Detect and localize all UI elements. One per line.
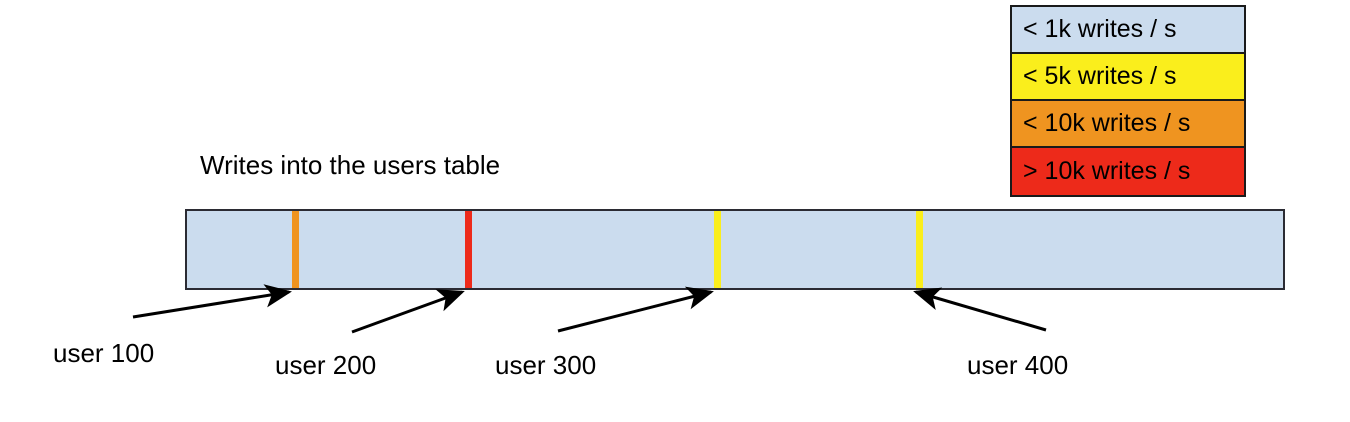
users-table-bar xyxy=(185,209,1285,290)
bar-marker-user-100 xyxy=(292,211,299,288)
chart-title: Writes into the users table xyxy=(200,150,501,180)
bar-marker-user-200 xyxy=(465,211,472,288)
legend-label-under-1k: < 1k writes / s xyxy=(1023,15,1177,43)
legend-row-under-10k: < 10k writes / s xyxy=(1012,101,1244,148)
arrow-user-300 xyxy=(557,286,714,333)
legend-label-under-5k: < 5k writes / s xyxy=(1023,62,1177,90)
callout-label-user-100: user 100 xyxy=(53,338,155,368)
legend-row-over-10k: > 10k writes / s xyxy=(1012,148,1244,195)
legend-label-over-10k: > 10k writes / s xyxy=(1023,157,1191,185)
bar-marker-user-300 xyxy=(714,211,721,288)
legend-row-under-1k: < 1k writes / s xyxy=(1012,7,1244,54)
legend-row-under-5k: < 5k writes / s xyxy=(1012,54,1244,101)
legend-label-under-10k: < 10k writes / s xyxy=(1023,109,1191,137)
bar-marker-user-400 xyxy=(916,211,923,288)
arrow-user-200 xyxy=(351,289,465,334)
arrow-user-400 xyxy=(913,287,1047,332)
arrow-user-100 xyxy=(132,284,292,319)
callout-label-user-300: user 300 xyxy=(495,350,597,380)
callout-label-user-400: user 400 xyxy=(967,350,1069,380)
callout-label-user-200: user 200 xyxy=(275,350,377,380)
write-rate-legend: < 1k writes / s < 5k writes / s < 10k wr… xyxy=(1010,5,1246,197)
